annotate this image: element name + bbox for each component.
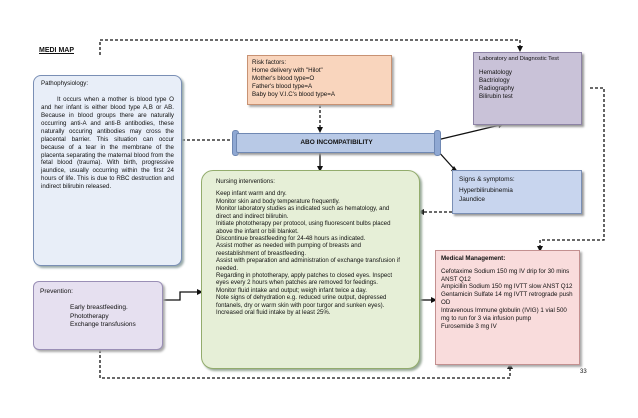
nursing-heading: Nursing interventions:	[216, 178, 275, 185]
sign-item: Jaundice	[459, 195, 486, 203]
lab-tests-heading: Laboratory and Diagnostic Test	[479, 56, 559, 62]
medical-management-box: Medical Management: Cefotaxime Sodium 15…	[435, 250, 580, 365]
connector-top	[99, 39, 521, 55]
medical-item: Ampicillin Sodium 150 mg IVTT slow ANST …	[441, 283, 573, 291]
nursing-item: Increased oral fluid intake by at least …	[216, 309, 331, 317]
medical-item: Intravenous Immune globulin (IVIG) 1 via…	[441, 306, 567, 322]
connector-bottom	[99, 350, 511, 379]
page-title: MEDI MAP	[39, 47, 74, 54]
prevention-heading: Prevention:	[40, 288, 73, 295]
nursing-item: Monitor skin and body temperature freque…	[216, 197, 340, 205]
medical-item: Cefotaxime Sodium 150 mg IV drip for 30 …	[441, 267, 570, 283]
signs-symptoms-box: Signs & symptoms: Hyperbilirubinemia Jau…	[452, 170, 582, 214]
lab-test-item: Bilirubin test	[479, 93, 513, 101]
nursing-interventions-box: Nursing interventions: Keep infant warm …	[201, 170, 420, 369]
nursing-item: Regarding in phototherapy, apply patches…	[216, 272, 393, 287]
nursing-item: Monitor laboratory studies as indicated …	[216, 205, 390, 220]
risk-factors-box: Risk factors: Home delivery with "Hilot"…	[247, 55, 392, 105]
nursing-item: Monitor fluid intake and output; weigh i…	[216, 286, 367, 294]
connector-center-lab	[436, 124, 501, 141]
lab-test-item: Hematology	[479, 69, 513, 77]
medical-item: Gentamicin Sulfate 14 mg IVTT retrograde…	[441, 291, 573, 307]
nursing-item: Assist with preparation and administrati…	[216, 257, 400, 272]
sign-item: Hyperbilirubinemia	[459, 187, 513, 195]
lab-test-item: Radiography	[479, 85, 515, 93]
pathophysiology-box: Pathophysiology: It occurs when a mother…	[33, 75, 182, 266]
medical-item: Furosemide 3 mg IV	[441, 322, 497, 330]
prevention-item: Exchange transfusions	[70, 320, 136, 328]
risk-factor-item: Baby boy V.I.C's blood type=A	[252, 90, 335, 98]
center-topic: ABO INCOMPATIBILITY	[236, 133, 437, 153]
signs-heading: Signs & symptoms:	[459, 176, 515, 183]
lab-tests-box: Laboratory and Diagnostic Test Hematolog…	[473, 52, 582, 125]
risk-factor-item: Home delivery with "Hilot"	[252, 66, 323, 74]
nursing-item: Assist mother as needed with pumping of …	[216, 242, 361, 257]
risk-factors-heading: Risk factors:	[252, 59, 287, 66]
nursing-item: Keep infant warm and dry.	[216, 190, 287, 198]
scroll-curl-right	[434, 130, 441, 156]
connector-prevention-nursing	[163, 291, 201, 301]
page-number: 33	[580, 369, 587, 375]
risk-factor-item: Father's blood type=A	[252, 82, 313, 90]
prevention-box: Prevention: Early breastfeeding. Phototh…	[33, 281, 163, 350]
pathophysiology-heading: Pathophysiology:	[41, 80, 89, 87]
pathophysiology-text: It occurs when a mother is blood type O …	[41, 95, 174, 191]
lab-test-item: Bactriology	[479, 77, 510, 85]
connector-lab-med	[539, 87, 605, 250]
medical-heading: Medical Management:	[441, 255, 506, 262]
nursing-item: Initiate phototherapy per protocol, usin…	[216, 220, 391, 235]
nursing-item: Discontinue breastfeeding for 24-48 hour…	[216, 234, 366, 242]
prevention-item: Early breastfeeding.	[70, 304, 128, 312]
prevention-item: Phototherapy	[70, 312, 109, 320]
risk-factor-item: Mother's blood type=O	[252, 74, 315, 82]
nursing-item: Note signs of dehydration e.g. reduced u…	[216, 294, 387, 309]
